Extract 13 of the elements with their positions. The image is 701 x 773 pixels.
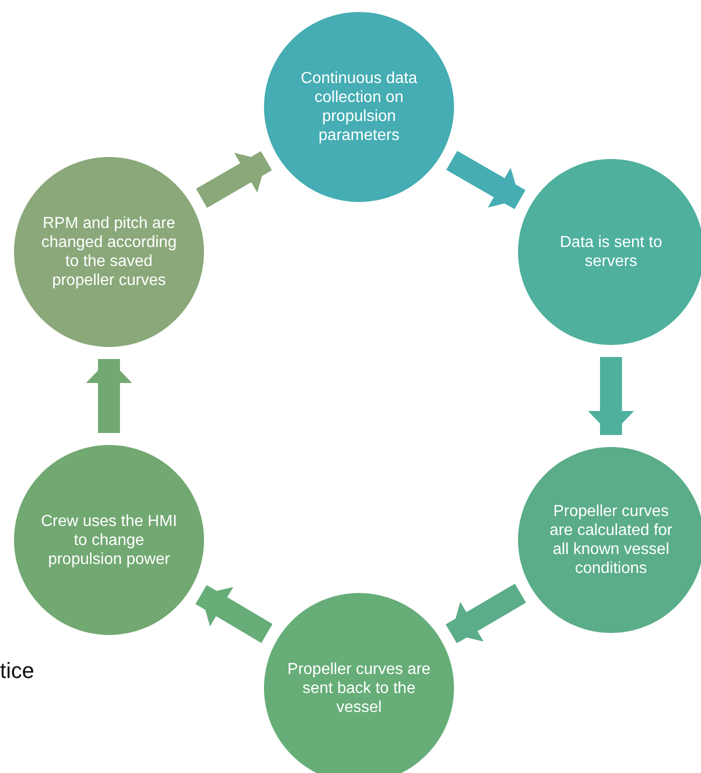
step-text: Crew uses the HMI to change propulsion power (40, 512, 178, 568)
step-text: RPM and pitch are changed according to the saved propeller curves (40, 214, 178, 290)
block-arrow (588, 357, 634, 435)
block-arrow (195, 585, 273, 643)
block-arrow (86, 359, 132, 433)
block-arrow (446, 584, 526, 644)
step-text: Propeller curves are calculated for all known vessel conditions (548, 502, 674, 578)
step-text: Propeller curves are sent back to the vessel (286, 660, 432, 716)
block-arrow (446, 150, 526, 210)
block-arrow (196, 151, 272, 208)
step-text: Data is sent to servers (558, 233, 664, 271)
step-text: Continuous data collection on propulsion parameters (300, 69, 418, 145)
text-fragment: tice (0, 658, 34, 684)
